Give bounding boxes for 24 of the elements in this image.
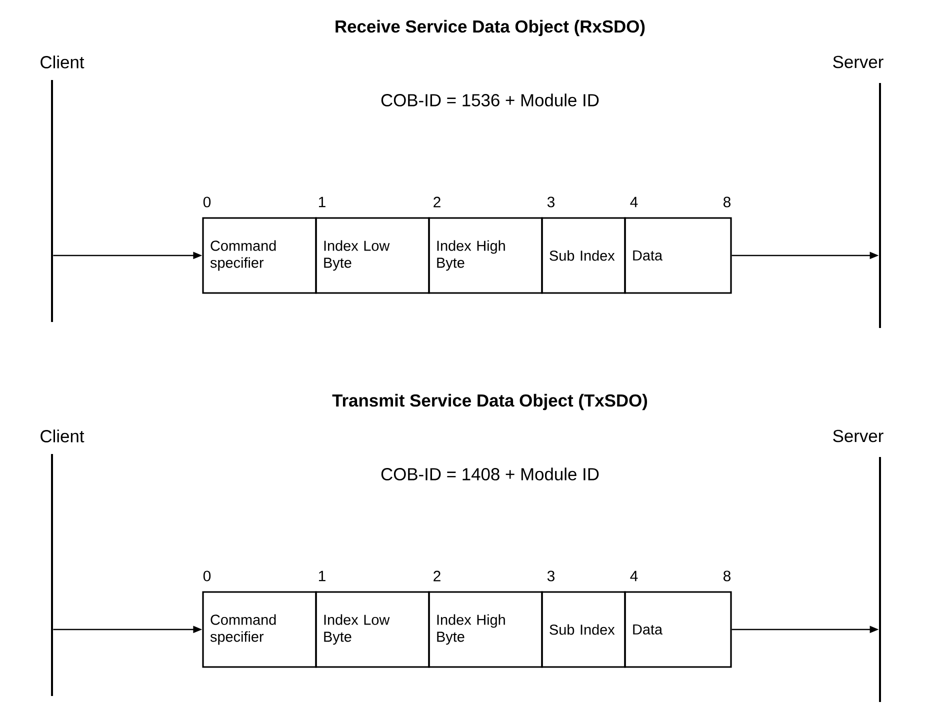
lifeline <box>51 454 53 696</box>
byte-offset: 1 <box>319 570 326 582</box>
byte-offset: 3 <box>547 570 554 582</box>
byte-offset: 1 <box>319 196 326 208</box>
byte-offset: 2 <box>434 196 440 208</box>
field-cell: Sub Index <box>541 217 626 294</box>
field-cell: Command specifier <box>202 591 317 668</box>
field-cell: Index Low Byte <box>315 217 430 294</box>
field-cell: Index Low Byte <box>315 591 430 668</box>
field-cell: Command specifier <box>202 217 317 294</box>
field-cell: Sub Index <box>541 591 626 668</box>
field-cell: Data <box>624 591 732 668</box>
byte-offset: 4 <box>630 196 638 208</box>
lifeline <box>51 80 53 322</box>
heading: Transmit Service Data Object (TxSDO) <box>332 394 648 410</box>
byte-offset: 2 <box>434 570 440 582</box>
byte-offset: 3 <box>547 196 554 208</box>
field-cell: Index High Byte <box>428 591 543 668</box>
byte-offset: 4 <box>630 570 638 582</box>
field-cell: Data <box>624 217 732 294</box>
heading: Receive Service Data Object (RxSDO) <box>336 20 645 36</box>
cob-id-label: COB-ID = 1408 + Module ID <box>381 468 599 480</box>
field-cell: Index High Byte <box>428 217 543 294</box>
cob-id-label: COB-ID = 1536 + Module ID <box>381 94 599 106</box>
